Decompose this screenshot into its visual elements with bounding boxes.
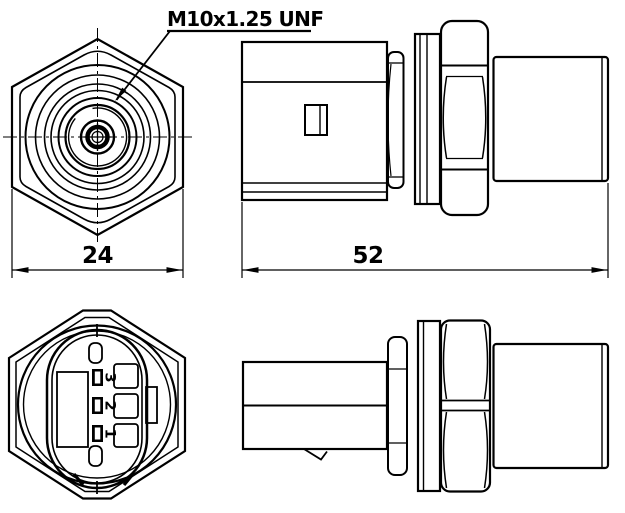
thread-stem <box>492 342 610 470</box>
body-circles <box>24 64 171 210</box>
hex-outline <box>10 37 185 237</box>
keying-block <box>56 371 89 448</box>
hex-nut <box>439 319 492 493</box>
thread-port <box>64 103 131 171</box>
leader-line <box>115 30 171 101</box>
connector-collar <box>387 336 408 476</box>
connector-shroud <box>45 324 149 494</box>
side-view-top: 52 <box>240 19 610 278</box>
latch-hook <box>303 448 328 461</box>
connector-body <box>241 360 389 461</box>
terminal-cavities <box>113 363 139 448</box>
connector-collar <box>387 51 405 189</box>
leader-arrowhead <box>115 87 127 101</box>
pin-2-label: 2 <box>102 400 118 410</box>
hex-chamfer <box>15 316 179 493</box>
side-tab <box>145 386 158 424</box>
pin-3-label: 3 <box>102 372 118 382</box>
keying-slots <box>72 342 158 487</box>
terminal-pins: 3 2 1 <box>92 369 118 442</box>
thread-label: M10x1.25 UNF <box>167 7 323 31</box>
thread-callout: M10x1.25 UNF <box>115 7 324 101</box>
front-view: M10x1.25 UNF 24 <box>3 7 324 278</box>
latch-window <box>304 104 328 136</box>
thread-stem <box>492 55 610 183</box>
hex-nut <box>439 19 490 217</box>
connector-body <box>240 40 389 202</box>
side-view-bottom <box>241 319 610 493</box>
hex-chamfer <box>19 50 176 224</box>
flange <box>416 319 442 493</box>
hex-width-value: 24 <box>82 243 113 269</box>
flange <box>413 32 442 206</box>
pin-1-label: 1 <box>102 428 118 438</box>
length-dimension: 52 <box>241 183 609 278</box>
hex-outline <box>7 309 187 500</box>
overall-length-value: 52 <box>352 243 383 269</box>
width-dimension: 24 <box>11 189 184 278</box>
connector-face-view: 3 2 1 <box>7 309 187 500</box>
